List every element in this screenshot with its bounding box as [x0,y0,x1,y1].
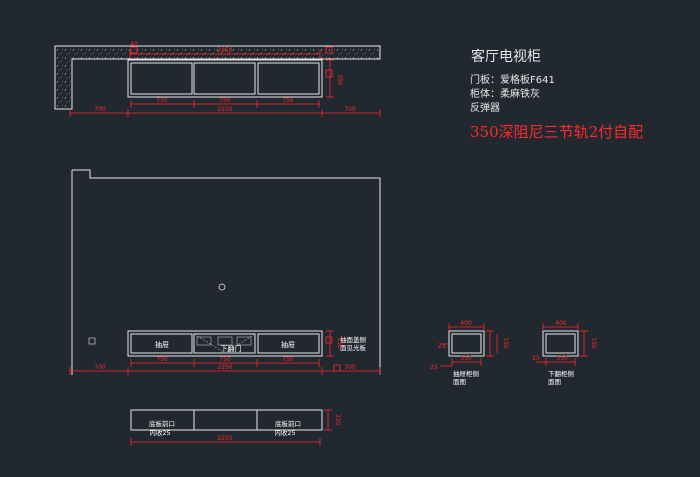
wall-marker-icon [88,337,96,345]
flap-caption-2: 面图 [548,378,561,386]
elev-label-flap: 下翻门 [221,344,242,353]
plan-dim-drawer-3: 750 [282,97,294,104]
plan-dim-total: 2250 [217,106,232,113]
elev-dim-height: 150 [336,337,343,349]
flap-dim-width: 400 [555,320,567,327]
drawer-caption-2: 面图 [453,378,466,386]
drawer-dim-bottom: 25 [430,364,438,371]
spec-rebounder: 反弹器 [470,103,500,114]
elev-dim-drawer-3: 750 [282,356,294,363]
flap-dim-side: 25 [532,355,540,362]
outlet-icon [218,283,226,291]
countertop-stone [54,45,381,110]
plan-drawer-3 [257,62,320,95]
plan-drawer-1 [130,62,193,95]
drawer-dim-side: 25 [438,343,446,350]
flap-section-outline [542,330,579,357]
drawer-caption-1: 抽屉柜侧 [453,369,479,378]
plan-cabinet-body [127,59,323,98]
flap-section: 400 350 150 25 下翻柜侧 面图 [532,320,597,386]
elev-dim-drawer-2: 750 [219,356,231,363]
base-dim-height: 220 [334,414,341,426]
drawer-dim-inner: 350 [460,355,472,362]
elev-dim-total: 2250 [217,364,232,371]
drawer-dim-height: 150 [502,337,509,349]
drawer-dim-width: 400 [460,320,472,327]
elev-cabinet-body [127,330,323,357]
plan-dim-left: 700 [94,106,106,113]
base-label-right-1: 底板前口 [275,419,301,428]
spec-cabinet-body: 柜体：柔麻铁灰 [470,89,540,100]
flap-dim-inner: 350 [556,355,568,362]
elev-label-drawer-3: 抽屉 [281,340,295,349]
plan-dim-total-top: 2250 [217,47,232,54]
elev-dim-drawer-1: 750 [156,356,168,363]
base-label-left-1: 底板前口 [149,419,175,428]
elev-right-label-1: 抽面盖侧 [340,335,366,344]
flap-caption-1: 下翻柜侧 [548,369,574,378]
wall-outline [72,169,381,375]
drawer-section-outline [448,330,485,357]
base-label-right-2: 内收25 [274,428,295,437]
elev-drawer-3 [257,333,320,354]
elev-dim-left: 700 [94,364,106,371]
plan-dim-small: 40 [130,41,138,48]
plan-drawer-2 [193,62,256,95]
elev-dim-right: 700 [344,364,356,371]
drawer-rail-note: 350深阻尼三节轨2付自配 [470,123,644,141]
plan-dim-drawer-2: 750 [219,97,231,104]
plan-dim-drawer-1: 750 [156,97,168,104]
plan-view: 2250 750 750 750 700 2250 700 350 40 [54,41,381,117]
flap-dim-height: 150 [590,337,597,349]
elev-drawer-1 [130,333,193,354]
drawer-section: 400 350 150 25 25 抽屉柜侧 面图 [430,320,509,386]
drawing-title: 客厅电视柜 [471,49,541,65]
plan-dim-depth: 350 [336,74,343,86]
base-cabinet-body [130,409,323,431]
base-view: 底板前口 底板前口 内收25 内收25 2250 220 [130,409,341,446]
elev-label-drawer-1: 抽屉 [155,340,169,349]
spec-door-panel: 门板：爱格板F641 [470,75,555,86]
plan-dim-right: 700 [344,106,356,113]
elev-right-label-2: 面见光板 [340,343,367,352]
elevation-view: 抽屉 下翻门 抽屉 抽面盖侧 面见光板 750 750 [69,169,381,375]
base-label-left-2: 内收25 [149,428,170,437]
base-dim-total: 2250 [217,435,232,442]
